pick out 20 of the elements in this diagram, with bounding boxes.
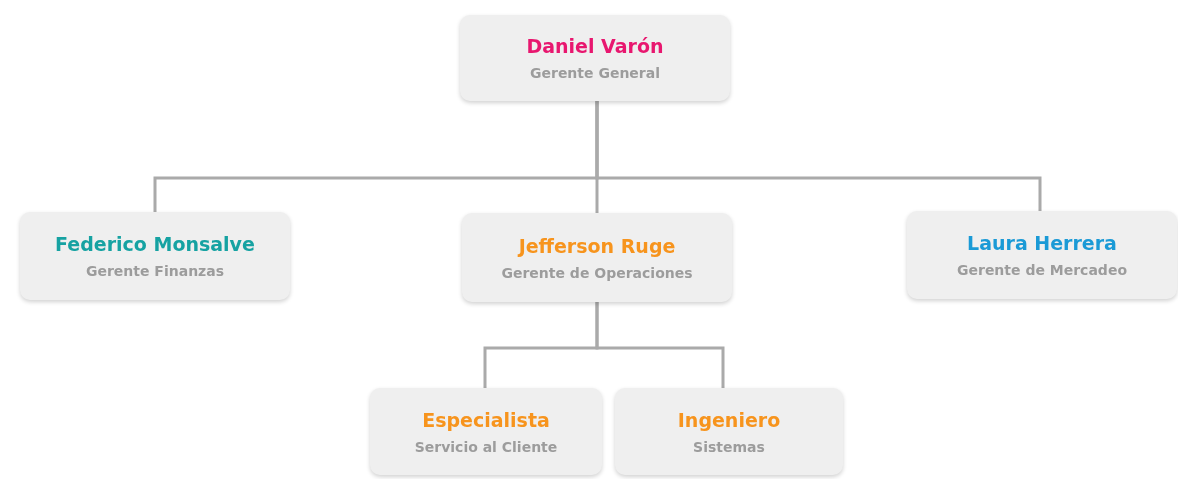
job-title: Gerente de Mercadeo	[957, 262, 1127, 278]
person-card	[907, 211, 1177, 299]
job-title: Gerente Finanzas	[85, 263, 225, 279]
job-title: Sistemas	[693, 438, 765, 455]
person-card	[462, 213, 732, 302]
job-title: Gerente General	[530, 65, 660, 81]
person-card	[460, 15, 730, 101]
connector-line	[595, 302, 725, 388]
person-card	[20, 212, 290, 300]
person-name: Daniel Varón	[526, 35, 664, 57]
person-name: Especialista	[422, 408, 550, 431]
person-card	[370, 388, 602, 475]
person-name: Federico Monsalve	[55, 233, 255, 255]
person-name: Ingeniero	[677, 408, 781, 431]
person-name: Laura Herrera	[967, 232, 1117, 254]
person-card	[615, 388, 843, 475]
job-title: Servicio al Cliente	[414, 438, 558, 455]
job-title: Gerente de Operaciones	[501, 264, 693, 281]
person-name: Jefferson Ruge	[518, 234, 676, 257]
connector-line	[595, 101, 1042, 211]
